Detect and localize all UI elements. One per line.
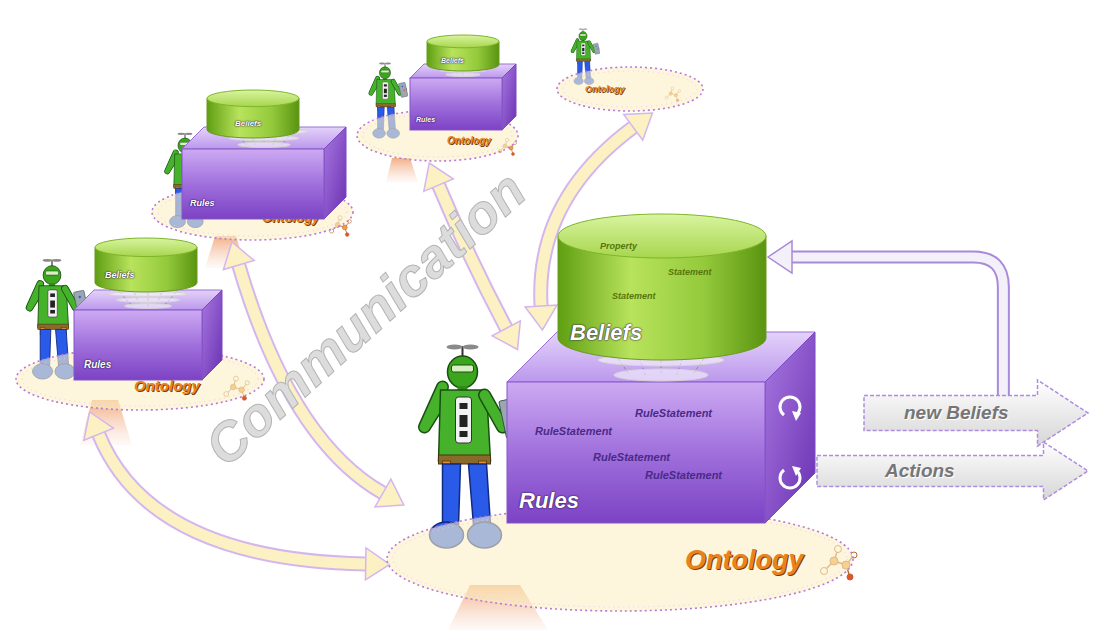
funnel-line <box>164 288 180 306</box>
connector-outline <box>792 257 1003 396</box>
funnel-line <box>677 330 693 375</box>
node-label: new Beliefs <box>904 403 1009 422</box>
cloud-outline <box>363 114 512 157</box>
box-side <box>765 332 815 523</box>
node-label: Ontology <box>447 136 491 146</box>
box-front <box>410 78 502 130</box>
box-top <box>410 64 516 78</box>
funnel-ring <box>124 304 172 309</box>
funnel-ring <box>446 73 481 77</box>
box-top <box>507 332 815 382</box>
arrow-head <box>223 242 254 270</box>
arrow-head <box>365 548 389 580</box>
node-label: Rules <box>416 116 435 123</box>
node-label: Beliefs <box>441 57 464 64</box>
arrow-shape <box>864 380 1088 446</box>
node-label: Beliefs <box>235 120 261 128</box>
cycle-arrow <box>792 411 801 421</box>
funnel-ring <box>434 64 492 68</box>
ontology-cloud-outline <box>555 65 705 113</box>
beliefs-cylinder: Beliefs <box>93 236 199 294</box>
cloud-outline <box>16 348 264 410</box>
cloud-outline <box>152 184 353 240</box>
box-front <box>74 310 202 380</box>
arrow-head <box>492 321 520 350</box>
beliefs-cylinder: Beliefs <box>425 33 501 73</box>
funnel-ring <box>614 369 708 381</box>
connector-fill <box>792 257 1003 396</box>
beliefs-cylinder-outline <box>205 88 301 140</box>
funnel-ring <box>108 292 187 297</box>
arrow-shape <box>817 442 1088 500</box>
funnel-line <box>475 62 487 75</box>
funnel-line <box>630 330 646 375</box>
node-label: Ontology <box>685 547 803 574</box>
funnel-ring <box>582 339 739 351</box>
funnel-ring <box>220 129 308 134</box>
funnel-ring <box>598 354 724 366</box>
light-beam <box>386 158 418 182</box>
cylinder-top <box>427 35 499 48</box>
funnel-ring <box>229 136 299 141</box>
beliefs-cylinder: Beliefs <box>205 88 301 140</box>
arrow-head <box>525 305 557 330</box>
funnel-line <box>116 288 132 306</box>
rules-box: Rules <box>180 125 348 221</box>
node-label: Ontology <box>585 85 625 94</box>
node-label: RuleStatement <box>593 452 670 463</box>
node-label: Statement <box>668 268 712 277</box>
cloud-outline <box>563 71 697 107</box>
arrow-head <box>768 241 792 273</box>
node-label: RuleStatement <box>645 470 722 481</box>
funnel-ring <box>116 298 179 303</box>
beliefs-cylinder-outline <box>425 33 501 73</box>
node-label: Beliefs <box>105 271 135 280</box>
funnel-line <box>229 125 247 145</box>
node-label: Beliefs <box>570 322 642 344</box>
funnel-line <box>692 330 723 375</box>
funnel-line <box>598 330 629 375</box>
rules-box: Rules <box>72 288 224 382</box>
box-front <box>182 149 324 219</box>
beliefs-cylinder: PropertyStatementStatementBeliefs <box>556 212 768 362</box>
cloud-outline <box>158 188 347 236</box>
node-label: Rules <box>190 199 215 208</box>
funnel-line <box>282 125 300 145</box>
node-label: Rules <box>519 490 579 512</box>
box-top <box>74 290 222 310</box>
funnel-line <box>440 62 452 75</box>
box-side <box>502 64 516 130</box>
arrow-head <box>624 113 653 140</box>
cylinder-top <box>207 90 299 107</box>
node-label: RuleStatement <box>635 408 712 419</box>
funnel-line <box>661 330 662 375</box>
cycle-arrow <box>792 466 801 476</box>
output-arrow: new Beliefs <box>862 378 1090 448</box>
rules-box: Rules <box>408 62 518 132</box>
funnel-ring <box>238 142 291 147</box>
node-label: Statement <box>612 292 656 301</box>
beliefs-cylinder-outline <box>93 236 199 294</box>
node-label: Actions <box>885 461 955 480</box>
cloud-outline <box>557 67 703 111</box>
node-label: RuleStatement <box>535 426 612 437</box>
cylinder-top <box>95 238 197 257</box>
output-arrow: Actions <box>815 440 1090 502</box>
cloud-outline <box>387 507 853 611</box>
cloud-outline <box>22 352 258 406</box>
arrow-head <box>84 412 114 440</box>
node-label: Property <box>600 242 637 251</box>
box-front <box>507 382 765 523</box>
box-top <box>182 127 346 149</box>
funnel-ring <box>440 68 486 72</box>
ontology-cloud: Ontology <box>555 65 705 113</box>
arrow-head <box>375 479 404 507</box>
cylinder-top <box>558 214 766 258</box>
arrow-head <box>424 163 454 191</box>
cloud-outline <box>357 110 518 161</box>
node-label: Rules <box>84 360 111 370</box>
cloud-outline <box>393 511 847 607</box>
